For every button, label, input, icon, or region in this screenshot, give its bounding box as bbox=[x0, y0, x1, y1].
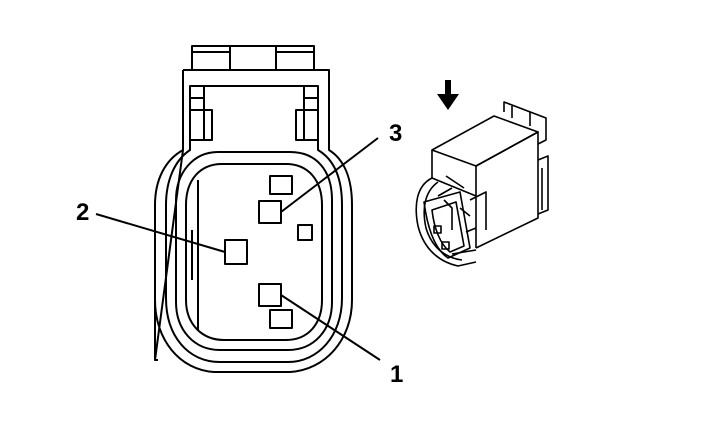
down-arrow-icon bbox=[437, 80, 459, 110]
callout-pin-3: 3 bbox=[389, 120, 402, 147]
housing-outer-outline bbox=[154, 69, 353, 373]
seal-ring bbox=[175, 151, 333, 351]
leader-line-2 bbox=[95, 213, 226, 253]
leader-line-1 bbox=[280, 294, 381, 361]
terminal-1 bbox=[258, 283, 282, 307]
callout-pin-2: 2 bbox=[76, 199, 89, 226]
pin-cavity-block bbox=[185, 163, 323, 341]
latch-tab bbox=[191, 45, 315, 70]
shroud-outline bbox=[165, 85, 343, 363]
leader-lines bbox=[95, 137, 381, 361]
leader-line-3 bbox=[280, 137, 379, 213]
terminal-3 bbox=[258, 200, 282, 224]
callout-pin-1: 1 bbox=[390, 361, 403, 388]
terminal-2 bbox=[224, 239, 248, 265]
connector-isometric-view bbox=[415, 101, 549, 267]
